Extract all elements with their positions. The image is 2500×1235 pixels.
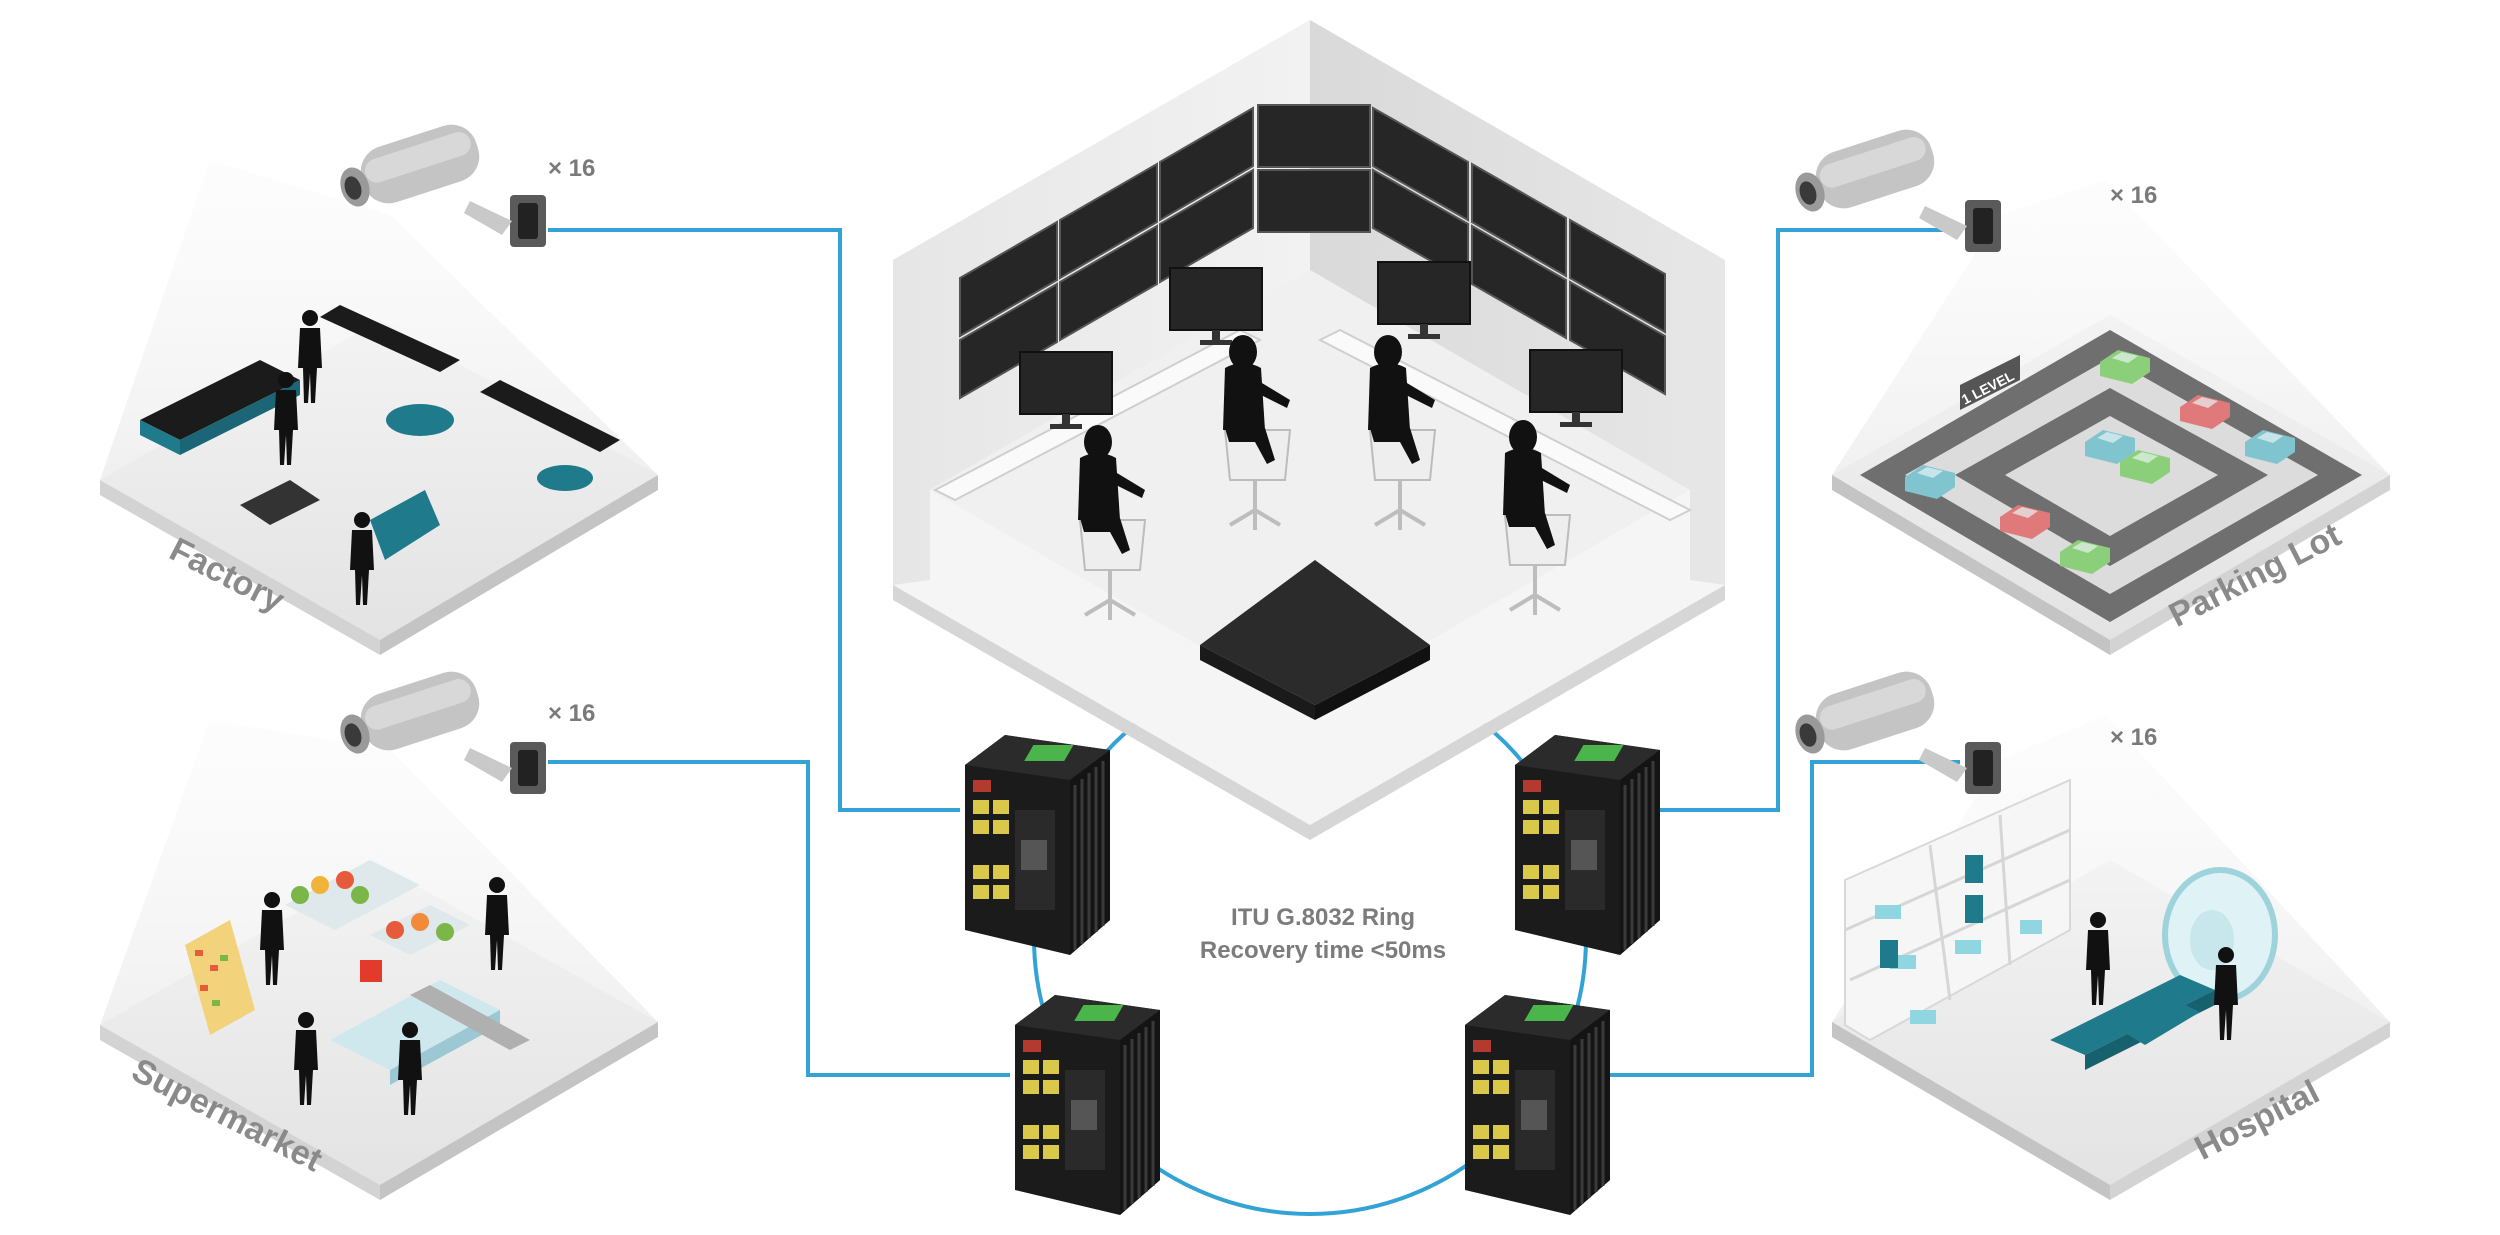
ring-subtitle: Recovery time <50ms [1200, 937, 1446, 964]
parking-camera-count: × 16 [2110, 182, 2157, 209]
parking-uplink [1660, 228, 1960, 812]
supermarket-camera-count: × 16 [548, 700, 595, 727]
factory-camera-count: × 16 [548, 155, 595, 182]
ring-title: ITU G.8032 Ring [1231, 904, 1415, 931]
supermarket-uplink [548, 760, 1010, 1077]
uplink-lines [548, 228, 1960, 1077]
nvr-device-icon [1200, 560, 1430, 720]
factory-uplink [548, 228, 960, 812]
control-room [893, 20, 1725, 840]
hospital-uplink [1608, 760, 1960, 1077]
monitor-wall-icon [959, 104, 1666, 400]
site-factory: × 16 Factory [100, 117, 658, 655]
site-hospital: × 16 Hospital [1790, 664, 2390, 1200]
site-parking-lot: 1 LEVEL × 16 Parking Lot [1790, 122, 2390, 655]
hospital-camera-count: × 16 [2110, 724, 2157, 751]
site-supermarket: × 16 Supermarket [100, 664, 658, 1200]
